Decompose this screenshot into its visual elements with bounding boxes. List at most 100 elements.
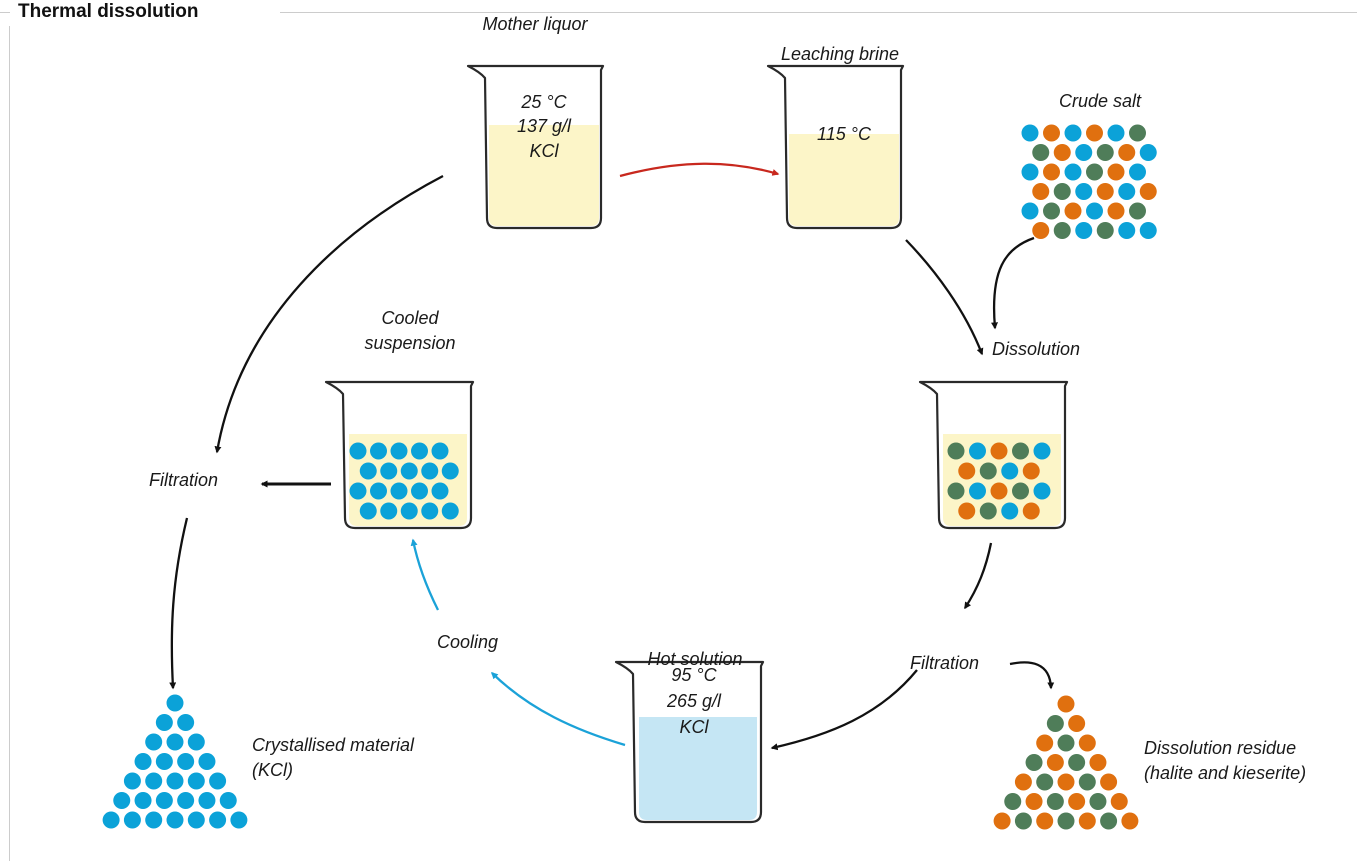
kcl-crystal — [431, 482, 449, 500]
residue-particle — [1025, 754, 1043, 771]
crude-salt-particle — [1021, 124, 1039, 142]
kcl-crystal — [411, 442, 428, 460]
cooled-suspension-crystals — [349, 442, 459, 520]
kcl-crystal — [349, 482, 367, 500]
kcl-crystal — [400, 462, 418, 480]
mother-liquor-conc: 137 g/l — [516, 116, 572, 136]
crude-salt-particle — [1053, 183, 1071, 200]
residue-particle — [1078, 812, 1096, 830]
arrow-mother-to-filtration — [214, 174, 444, 454]
kcl-crystal — [177, 792, 195, 809]
label-filtration-left: Filtration — [149, 470, 219, 490]
label-mother-liquor: Mother liquor — [482, 14, 588, 34]
kcl-crystal — [219, 792, 237, 809]
residue-particle — [1025, 793, 1043, 810]
residue-particle — [1014, 812, 1032, 830]
residue-particle — [1068, 715, 1086, 732]
dissolution-particle — [958, 502, 976, 520]
residue-particle — [1057, 734, 1075, 752]
kcl-crystal — [113, 792, 131, 809]
dissolution-particle — [1033, 482, 1051, 500]
residue-particle — [1089, 754, 1107, 771]
dissolution-particle — [1001, 462, 1019, 480]
residue-particle — [1046, 793, 1064, 810]
dissolution-particle — [1022, 502, 1040, 520]
kcl-crystal — [145, 733, 163, 751]
kcl-crystal — [134, 792, 152, 809]
beaker-leaching-brine — [766, 64, 905, 230]
label-cooling: Cooling — [437, 632, 499, 652]
residue-particle — [1004, 793, 1022, 810]
kcl-crystal — [198, 753, 216, 770]
crude-salt-particle — [1064, 163, 1082, 181]
hot-solution-compound: KCl — [679, 717, 709, 737]
dissolution-particle — [1012, 442, 1029, 460]
kcl-crystal — [155, 753, 173, 770]
crude-salt-particle — [1032, 144, 1050, 161]
crude-salt-particle — [1107, 163, 1125, 181]
dissolution-particle — [969, 442, 986, 460]
crude-salt-particle — [1129, 124, 1146, 142]
crude-salt-particle — [1096, 144, 1114, 161]
crude-salt-particle — [1043, 202, 1060, 220]
kcl-crystal — [123, 811, 141, 829]
kcl-crystal — [390, 442, 408, 460]
arrow-dissolution-to-filtration — [964, 542, 993, 610]
crude-salt-particle — [1096, 183, 1114, 200]
crude-salt-particle — [1139, 183, 1157, 200]
residue-particle — [1100, 812, 1118, 830]
label-residue-line1: Dissolution residue — [1144, 738, 1297, 758]
label-dissolution: Dissolution — [992, 339, 1081, 359]
kcl-crystal — [390, 482, 408, 500]
crude-salt-particle — [1043, 163, 1060, 181]
dissolution-particle — [979, 502, 997, 520]
crude-salt-particles — [1021, 124, 1157, 239]
arrow-filtration-to-crystallised — [169, 517, 189, 690]
residue-particle — [1068, 754, 1086, 771]
dissolution-particle — [947, 482, 965, 500]
hot-solution-conc: 265 g/l — [666, 691, 722, 711]
crude-salt-particle — [1064, 202, 1082, 220]
kcl-crystal — [187, 733, 205, 751]
label-cooled-line1: Cooled — [381, 308, 439, 328]
mother-liquor-temp: 25 °C — [521, 92, 567, 112]
kcl-crystal — [380, 502, 398, 520]
kcl-crystal — [441, 462, 459, 480]
dissolution-particle — [969, 482, 986, 500]
label-leaching-brine: Leaching brine — [780, 44, 900, 64]
frame-tick — [0, 12, 10, 13]
crude-salt-particle — [1075, 222, 1093, 239]
kcl-crystal — [400, 502, 418, 520]
dissolution-particle — [990, 442, 1008, 460]
dissolution-particle — [1022, 462, 1040, 480]
kcl-crystal — [209, 772, 227, 790]
kcl-crystal — [166, 733, 184, 751]
crude-salt-particle — [1086, 202, 1103, 220]
residue-particle — [1014, 773, 1032, 791]
arrow-leaching-to-dissolution — [905, 239, 984, 356]
kcl-crystal — [166, 811, 184, 829]
arrow-mother-to-leaching — [619, 162, 780, 178]
kcl-crystal — [166, 694, 184, 712]
residue-particle — [1046, 754, 1064, 771]
label-crude-salt: Crude salt — [1058, 91, 1142, 111]
residue-particle — [1100, 773, 1118, 791]
label-crystallised-line2: (KCl) — [252, 760, 293, 780]
crude-salt-particle — [1053, 144, 1071, 161]
residue-particle — [1078, 773, 1096, 791]
kcl-crystal — [177, 714, 195, 731]
kcl-crystal — [359, 462, 377, 480]
residue-particle — [1078, 734, 1096, 752]
crude-salt-particle — [1032, 183, 1050, 200]
residue-particle — [1046, 715, 1064, 732]
kcl-crystal — [370, 482, 387, 500]
crude-salt-particle — [1086, 124, 1103, 142]
crude-salt-particle — [1139, 222, 1157, 239]
crystallised-kcl-pile — [102, 694, 248, 829]
frame-top-line — [280, 12, 1357, 13]
crude-salt-particle — [1075, 144, 1093, 161]
crude-salt-particle — [1118, 183, 1136, 200]
crude-salt-particle — [1129, 202, 1146, 220]
dissolution-particle — [979, 462, 997, 480]
label-cooled-line2: suspension — [364, 333, 456, 353]
